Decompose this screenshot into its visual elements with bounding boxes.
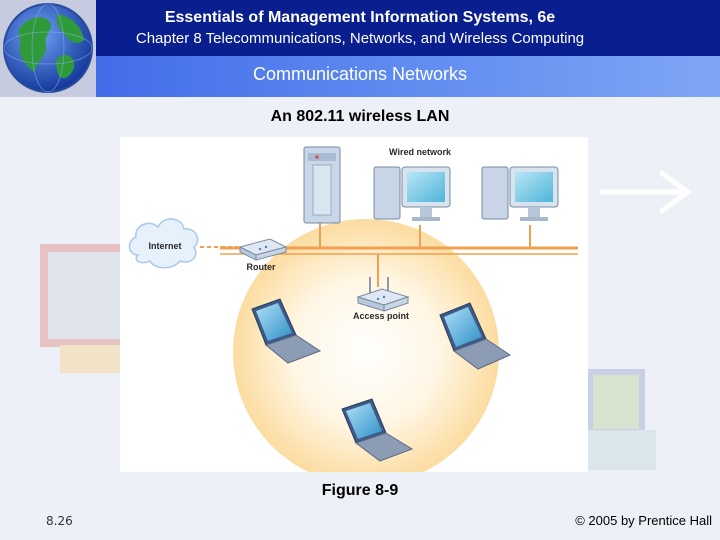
copyright-notice: © 2005 by Prentice Hall — [575, 513, 712, 528]
laptop-icon — [251, 298, 322, 364]
course-title: Essentials of Management Information Sys… — [164, 9, 556, 26]
server-icon — [303, 146, 341, 224]
cloud-icon — [128, 218, 199, 269]
laptop-icon — [341, 398, 414, 462]
slide-header: Essentials of Management Information Sys… — [0, 0, 720, 97]
laptop-icon — [439, 302, 512, 370]
wireless-lan-diagram: Wired network Internet Router Access poi… — [128, 146, 578, 485]
header-section-bar — [0, 56, 720, 97]
desktop-computer-icon — [481, 166, 559, 221]
chapter-title: Chapter 8 Telecommunications, Networks, … — [135, 30, 585, 47]
coverage-area — [233, 219, 499, 485]
header-top-bar — [0, 0, 720, 56]
globe-logo — [0, 0, 96, 97]
bg-block-shape — [586, 430, 656, 470]
section-title: Communications Networks — [252, 64, 468, 84]
globe-icon — [3, 3, 93, 93]
access-point-label: Access point — [353, 311, 409, 321]
bg-square-shape — [587, 369, 645, 435]
bg-monitor-base-shape — [60, 345, 130, 373]
slide-number: 8.26 — [46, 514, 73, 528]
access-point-icon — [356, 277, 410, 312]
router-icon — [238, 238, 288, 261]
wireless-lan-figure: Wired network Internet Router Access poi… — [120, 137, 588, 485]
internet-label: Internet — [148, 241, 181, 251]
figure-caption: Figure 8-9 — [321, 482, 399, 499]
router-label: Router — [247, 262, 276, 272]
bg-arrow-shape — [600, 169, 693, 215]
wired-network-label: Wired network — [389, 147, 452, 157]
desktop-computer-icon — [373, 166, 451, 221]
diagram-title: An 802.11 wireless LAN — [270, 108, 450, 125]
